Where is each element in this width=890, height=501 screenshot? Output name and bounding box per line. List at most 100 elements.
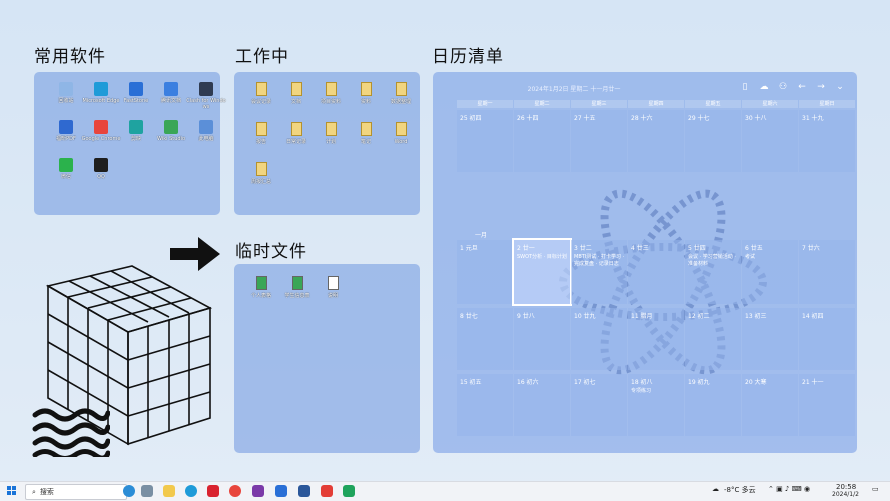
app-label: FastStone <box>123 98 149 104</box>
taskbar-app-sheet-icon[interactable] <box>343 485 355 497</box>
start-button[interactable] <box>7 486 17 496</box>
calendar-day-cell[interactable]: 25 初四 <box>457 110 513 172</box>
notification-icon[interactable]: ▭ <box>872 485 879 493</box>
taskbar-app-files-icon[interactable] <box>163 485 175 497</box>
temp-file[interactable]: 学生信息表 <box>280 276 314 299</box>
work-file[interactable]: 周报汇总 <box>244 162 278 185</box>
file-label: 计划 <box>325 139 336 145</box>
desktop-app-shortcut[interactable]: FastStone <box>116 82 156 104</box>
taskbar-app-check-icon[interactable] <box>275 485 287 497</box>
work-file[interactable]: 笔记 <box>349 122 383 145</box>
day-label: 9 廿八 <box>517 313 535 320</box>
work-file[interactable]: Word <box>384 122 418 145</box>
calendar-day-cell[interactable]: 7 廿六 <box>799 240 855 304</box>
file-label: 个人表格 <box>250 293 271 299</box>
calendar-day-cell[interactable]: 12 初二 <box>685 308 741 370</box>
day-label: 15 初五 <box>460 379 482 386</box>
taskbar-app-chrome-icon[interactable] <box>229 485 241 497</box>
calendar-day-cell[interactable]: 27 十五 <box>571 110 627 172</box>
calendar-day-cell[interactable]: 29 十七 <box>685 110 741 172</box>
day-label: 25 初四 <box>460 115 482 122</box>
day-label: 8 廿七 <box>460 313 478 320</box>
calendar-day-cell[interactable]: 20 大寒 <box>742 374 798 436</box>
work-file[interactable]: 报告 <box>244 122 278 145</box>
clock-date[interactable]: 2024/1/2 <box>832 491 859 498</box>
work-file[interactable]: 数据整理 <box>384 82 418 105</box>
temp-file[interactable]: 说明 <box>316 276 350 299</box>
calendar-day-cell[interactable]: 9 廿八 <box>514 308 570 370</box>
calendar-tool-icon[interactable]: ⌄ <box>836 82 844 92</box>
taskbar-search[interactable]: ⌕搜索 <box>25 484 127 500</box>
calendar-day-cell[interactable]: 28 十六 <box>628 110 684 172</box>
app-icon <box>129 82 143 96</box>
work-file[interactable]: 项目资料 <box>314 82 348 105</box>
desktop-app-shortcut[interactable]: 此电脑 <box>186 120 226 142</box>
calendar-day-cell[interactable]: 31 十九 <box>799 110 855 172</box>
taskbar-app-word-icon[interactable] <box>298 485 310 497</box>
weekday-header: 星期五 <box>685 100 741 108</box>
taskbar-app-red-icon[interactable] <box>207 485 219 497</box>
calendar-tool-icon[interactable]: → <box>817 82 825 92</box>
clock-time[interactable]: 20:58 <box>836 483 857 491</box>
taskbar-app-wps-icon[interactable] <box>321 485 333 497</box>
tray-icons[interactable]: ⌃ ▣ ♪ ⌨ ◉ <box>768 485 811 493</box>
weekday-header: 星期一 <box>457 100 513 108</box>
document-icon <box>327 276 339 290</box>
day-label: 10 廿九 <box>574 313 596 320</box>
calendar-day-cell[interactable]: 10 廿九 <box>571 308 627 370</box>
calendar-day-cell[interactable]: 5 廿四会议 · 学习营销活动 · 准备材料 <box>685 240 741 304</box>
weather-text[interactable]: -8°C 多云 <box>724 486 756 494</box>
calendar-day-cell[interactable]: 1 元旦 <box>457 240 513 304</box>
folder-icon <box>395 122 407 136</box>
taskbar-app-onenote-icon[interactable] <box>252 485 264 497</box>
calendar-day-cell[interactable]: 13 初三 <box>742 308 798 370</box>
work-file[interactable]: 文档 <box>279 82 313 105</box>
work-file[interactable]: 会议记录 <box>244 82 278 105</box>
desktop-app-shortcut[interactable]: Microsoft Edge <box>81 82 121 104</box>
day-label: 13 初三 <box>745 313 767 320</box>
calendar-day-cell[interactable]: 26 十四 <box>514 110 570 172</box>
work-file[interactable]: 日常记录 <box>279 122 313 145</box>
desktop-app-shortcut[interactable]: Wiki Studio <box>151 120 191 142</box>
desktop-app-shortcut[interactable]: 福昕PDF <box>46 120 86 142</box>
desktop-app-shortcut[interactable]: 剪映 <box>116 120 156 142</box>
desktop-app-shortcut[interactable]: QQ <box>81 158 121 180</box>
file-label: 说明 <box>327 293 338 299</box>
calendar-day-cell[interactable]: 19 初九 <box>685 374 741 436</box>
calendar-tool-icon[interactable]: ▯ <box>742 82 748 92</box>
calendar-tool-icon[interactable]: ⚇ <box>778 82 788 92</box>
app-icon <box>94 158 108 172</box>
desktop-app-shortcut[interactable]: 微信 <box>46 158 86 180</box>
taskbar-app-edge-icon[interactable] <box>185 485 197 497</box>
calendar-tool-icon[interactable]: ☁ <box>759 82 769 92</box>
calendar-day-cell[interactable]: 16 初六 <box>514 374 570 436</box>
desktop-app-shortcut[interactable]: Google Chrome <box>81 120 121 142</box>
day-label: 2 廿一 <box>517 245 535 252</box>
weather-icon[interactable]: ☁ <box>712 485 719 493</box>
work-file[interactable]: 计划 <box>314 122 348 145</box>
calendar-day-cell[interactable]: 17 初七 <box>571 374 627 436</box>
calendar-day-cell[interactable]: 15 初五 <box>457 374 513 436</box>
desktop-app-shortcut[interactable]: Clash for Windows <box>186 82 226 110</box>
taskbar-app-earth-icon[interactable] <box>123 485 135 497</box>
taskbar-app-chart-icon[interactable] <box>141 485 153 497</box>
calendar-day-cell[interactable]: 18 初八专项练习 <box>628 374 684 436</box>
temp-file[interactable]: 个人表格 <box>244 276 278 299</box>
file-label: 笔记 <box>360 139 371 145</box>
calendar-day-cell[interactable]: 11 腊月 <box>628 308 684 370</box>
calendar-day-cell[interactable]: 4 廿三 <box>628 240 684 304</box>
calendar-day-cell[interactable]: 30 十八 <box>742 110 798 172</box>
calendar-day-cell[interactable]: 6 廿五考试 <box>742 240 798 304</box>
desktop-app-shortcut[interactable]: 回收站 <box>46 82 86 104</box>
calendar-day-cell[interactable]: 8 廿七 <box>457 308 513 370</box>
desktop-app-shortcut[interactable]: 腾讯文档 <box>151 82 191 104</box>
file-label: 资料 <box>360 99 371 105</box>
work-file[interactable]: 资料 <box>349 82 383 105</box>
calendar-day-cell[interactable]: 21 十一 <box>799 374 855 436</box>
calendar-day-cell[interactable]: 14 初四 <box>799 308 855 370</box>
folder-icon <box>325 122 337 136</box>
calendar-tool-icon[interactable]: ← <box>798 82 806 92</box>
day-label: 21 十一 <box>802 379 824 386</box>
